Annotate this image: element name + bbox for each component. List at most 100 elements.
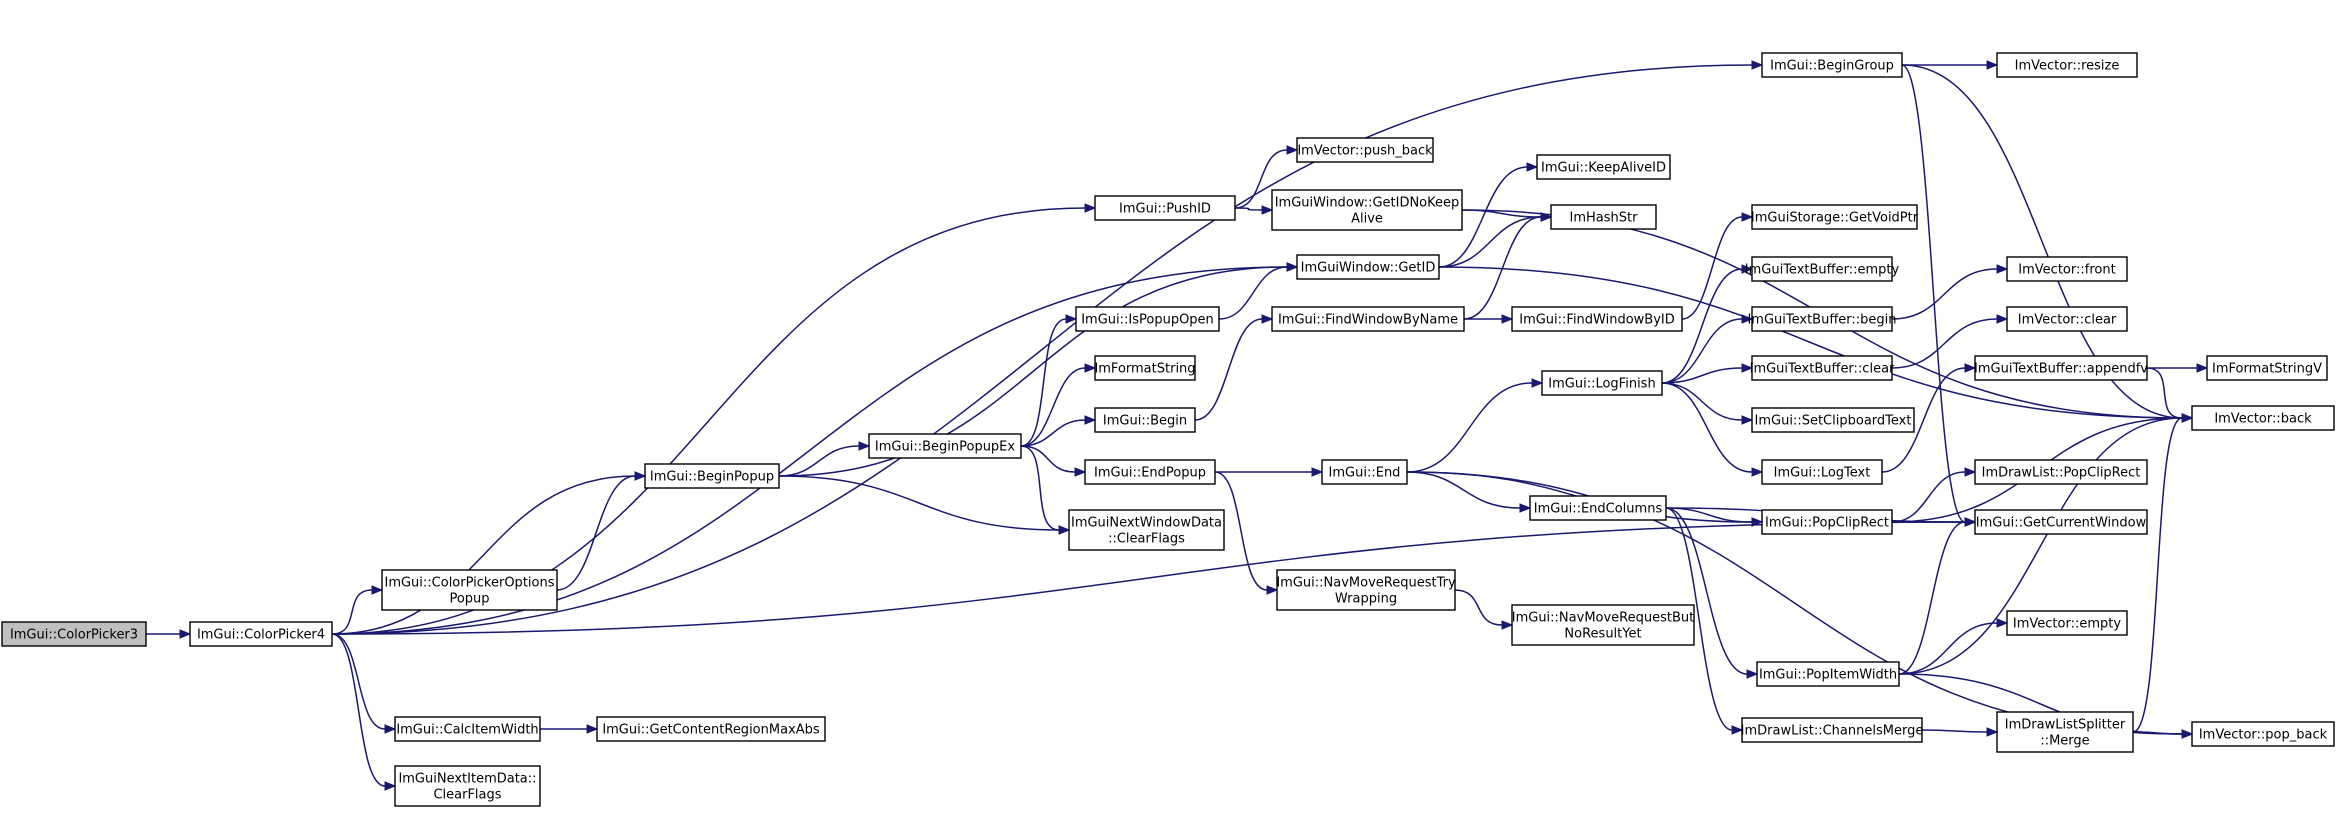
node-imgui-setclipboardtext[interactable]: ImGui::SetClipboardText (1751, 407, 1915, 433)
arrowhead (1964, 363, 1977, 373)
node-imgui-getcurrentwindow[interactable]: ImGui::GetCurrentWindow (1974, 509, 2148, 535)
node-box (596, 716, 826, 742)
node-imhashstr[interactable]: ImHashStr (1550, 204, 1657, 230)
node-box (1761, 509, 1893, 535)
node-label: ImGuiWindow::GetIDNoKeep (1275, 196, 1460, 211)
edge-line (331, 633, 386, 787)
edge-line (331, 521, 1966, 635)
arrowhead (1540, 212, 1553, 222)
arrowhead (1065, 314, 1078, 324)
node-imgui-popitemwidth[interactable]: ImGui::PopItemWidth (1756, 661, 1900, 687)
node-imgui-begin[interactable]: ImGui::Begin (1094, 407, 1196, 433)
arrowhead (1084, 415, 1097, 425)
node-label: ImGui::BeginGroup (1770, 59, 1894, 74)
node-box (1751, 204, 1918, 230)
node-label: ImGui::LogText (1774, 466, 1871, 481)
node-imvector-resize[interactable]: ImVector::resize (1996, 52, 2138, 78)
node-imgui-calcitemwidth[interactable]: ImGui::CalcItemWidth (394, 716, 541, 742)
node-imgui-ispopupopen[interactable]: ImGui::IsPopupOpen (1075, 306, 1220, 332)
node-imguitextbuffer-empty[interactable]: ImGuiTextBuffer::empty (1745, 256, 1900, 282)
node-imgui-endcolumns[interactable]: ImGui::EndColumns (1529, 495, 1667, 521)
node-label: Wrapping (1335, 592, 1397, 607)
node-imguinextitemdata-clearflags[interactable]: ImGuiNextItemData::ClearFlags (394, 765, 541, 807)
edge-n15-n10 (1681, 212, 1754, 320)
edge-n1-n36 (331, 585, 384, 635)
node-imformatstringv[interactable]: ImFormatStringV (2206, 355, 2328, 381)
node-label: ImVector::front (2018, 263, 2115, 278)
node-imgui-colorpicker4[interactable]: ImGui::ColorPicker4 (189, 621, 333, 647)
node-imgui-begingroup[interactable]: ImGui::BeginGroup (1761, 52, 1903, 78)
arrowhead (1741, 415, 1754, 425)
node-label: ImVector::push_back (1297, 144, 1433, 159)
node-imguiwindow-getid[interactable]: ImGuiWindow::GetID (1296, 254, 1440, 280)
arrowhead (179, 629, 192, 639)
arrowhead (1261, 314, 1274, 324)
arrowhead (858, 441, 871, 451)
node-imvector-empty[interactable]: ImVector::empty (2006, 610, 2128, 636)
edge-n44-n45 (2132, 729, 2194, 739)
node-imvector-pop-back[interactable]: ImVector::pop_back (2191, 721, 2335, 747)
edge-line (1891, 471, 1966, 523)
node-box (1751, 407, 1915, 433)
node-imgui-beginpopup[interactable]: ImGui::BeginPopup (644, 463, 780, 489)
node-imguitextbuffer-begin[interactable]: ImGuiTextBuffer::begin (1747, 306, 1897, 332)
arrowhead (1526, 162, 1539, 172)
node-box (1751, 256, 1893, 282)
node-imgui-pushid[interactable]: ImGui::PushID (1094, 195, 1236, 221)
node-imgui-findwindowbyid[interactable]: ImGui::FindWindowByID (1511, 306, 1683, 332)
node-label: ImGui::FindWindowByName (1278, 313, 1458, 328)
node-imgui-logfinish[interactable]: ImGui::LogFinish (1541, 370, 1663, 396)
arrowhead (1058, 525, 1071, 535)
node-label: ImVector::pop_back (2199, 728, 2328, 743)
node-imvector-push-back[interactable]: ImVector::push_back (1296, 137, 1434, 163)
arrowhead (634, 471, 647, 481)
node-imguitextbuffer-clear[interactable]: ImGuiTextBuffer::clear (1750, 355, 1895, 381)
arrowhead (384, 781, 397, 791)
edge-line (1406, 382, 1533, 473)
node-label: ImGui::PushID (1119, 202, 1211, 217)
edge-line (1454, 589, 1503, 626)
node-imvector-clear[interactable]: ImVector::clear (2006, 306, 2128, 332)
node-imvector-back[interactable]: ImVector::back (2191, 405, 2335, 431)
node-imgui-keepaliveid[interactable]: ImGui::KeepAliveID (1536, 154, 1671, 180)
node-imformatstring[interactable]: ImFormatString (1094, 355, 1196, 381)
node-imgui-popcliprect[interactable]: ImGui::PopClipRect (1761, 509, 1893, 535)
node-imdrawlist-popcliprect[interactable]: ImDrawList::PopClipRect (1974, 459, 2148, 485)
node-label: ::Merge (2040, 734, 2089, 749)
node-imvector-front[interactable]: ImVector::front (2006, 256, 2128, 282)
node-imgui-end[interactable]: ImGui::End (1321, 459, 1408, 485)
arrowhead (1751, 60, 1764, 70)
edge-line (1661, 382, 1753, 473)
edge-line (1020, 445, 1076, 473)
node-imgui-logtext[interactable]: ImGui::LogText (1761, 459, 1883, 485)
node-imgui-beginpopupex[interactable]: ImGui::BeginPopupEx (868, 433, 1022, 459)
node-label: ImFormatStringV (2212, 362, 2322, 377)
node-imgui-colorpicker3[interactable]: ImGui::ColorPicker3 (1, 621, 147, 647)
arrowhead (1084, 363, 1097, 373)
node-box (1271, 189, 1463, 231)
node-imgui-findwindowbyname[interactable]: ImGui::FindWindowByName (1271, 306, 1465, 332)
node-imguinextwindowdata-clearflags[interactable]: ImGuiNextWindowData::ClearFlags (1068, 509, 1225, 551)
edge-n28-n35 (778, 475, 1071, 535)
node-box (1529, 495, 1667, 521)
node-imgui-endpopup[interactable]: ImGui::EndPopup (1084, 459, 1216, 485)
node-imgui-getcontentregionmaxabs[interactable]: ImGui::GetContentRegionMaxAbs (596, 716, 826, 742)
arrowhead (2181, 413, 2194, 423)
node-imdrawlist-channelsmerge[interactable]: ImDrawList::ChannelsMerge (1741, 717, 1924, 743)
node-label: Alive (1351, 212, 1383, 227)
edge-n37-n38 (1454, 589, 1514, 630)
node-imguistorage-getvoidptr[interactable]: ImGuiStorage::GetVoidPtr (1751, 204, 1919, 230)
node-imdrawlistsplitter-merge[interactable]: ImDrawListSplitter::Merge (1996, 711, 2134, 753)
node-box (1068, 509, 1225, 551)
node-box (1751, 306, 1893, 332)
edge-line (331, 266, 1288, 635)
edge-line (1438, 266, 2183, 419)
edge-line (556, 475, 636, 591)
edge-line (1891, 268, 1998, 320)
edge-n20-n25 (2146, 367, 2194, 423)
node-imguitextbuffer-appendfv[interactable]: ImGuiTextBuffer::appendfv (1974, 355, 2148, 381)
